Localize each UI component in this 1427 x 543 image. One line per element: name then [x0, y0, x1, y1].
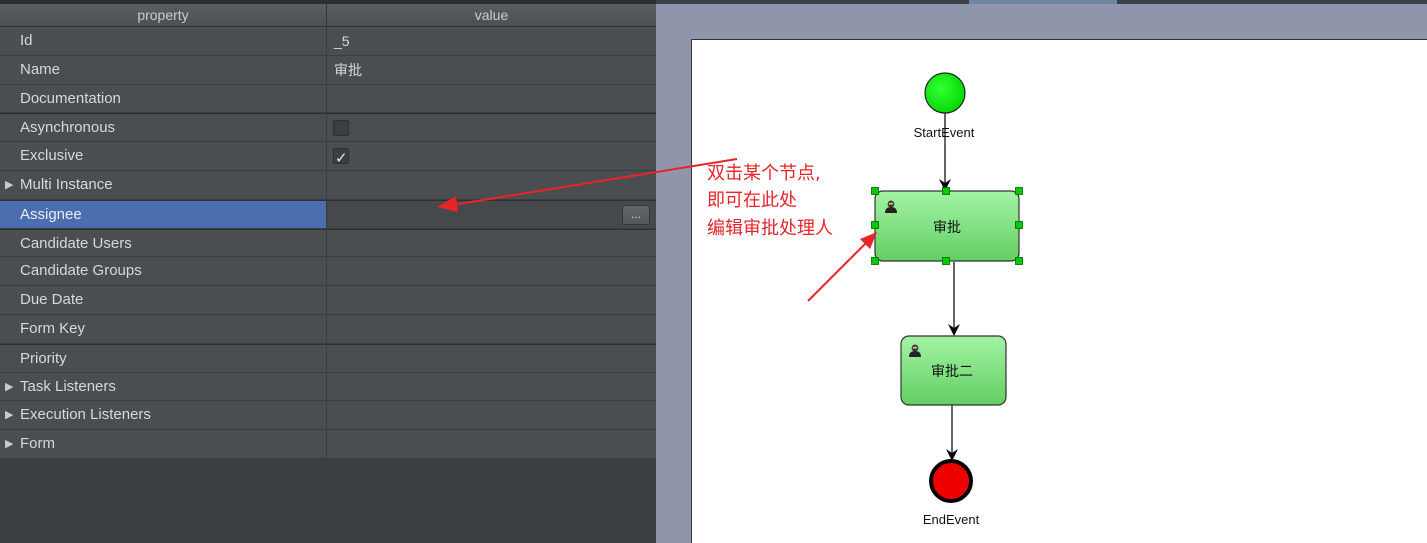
user-task-1[interactable]: 审批 [871, 187, 1023, 265]
annotation-line-1: 双击某个节点, [707, 163, 821, 184]
property-value-execution-listeners[interactable] [327, 401, 656, 429]
property-name: Exclusive [0, 142, 327, 170]
user-task-2[interactable]: 审批二 [900, 335, 1007, 406]
property-value-task-listeners[interactable] [327, 373, 656, 401]
annotation-arrow-to-assignee [437, 158, 738, 212]
property-value-form[interactable] [327, 430, 656, 458]
expand-arrow-icon[interactable]: ▶ [5, 178, 14, 191]
start-event-label: StartEvent [914, 125, 975, 140]
checkmark-icon: ✓ [335, 150, 348, 168]
annotation-arrow-to-task [807, 232, 877, 302]
property-row-candidate-users[interactable]: Candidate Users [0, 228, 656, 258]
task2-box[interactable] [900, 335, 1007, 406]
panel-top-strip [0, 0, 656, 4]
property-name: ▶ Execution Listeners [0, 401, 327, 430]
diagram-editor [656, 0, 1427, 543]
assignee-edit-button[interactable]: ... [622, 204, 650, 225]
expand-arrow-icon[interactable]: ▶ [5, 438, 14, 451]
task1-label: 审批 [933, 220, 961, 236]
property-row-id[interactable]: Id _5 [0, 27, 656, 56]
property-row-candidate-groups[interactable]: Candidate Groups [0, 257, 656, 287]
property-value-asynchronous [327, 114, 656, 141]
property-name: Assignee [0, 200, 327, 228]
annotation-line-2: 即可在此处 [707, 190, 797, 211]
property-name: ▶ Multi Instance [0, 170, 327, 199]
property-row-due-date[interactable]: Due Date [0, 286, 656, 315]
property-value-assignee[interactable]: ... [327, 200, 656, 228]
header-property[interactable]: property [0, 4, 327, 27]
property-row-assignee[interactable]: Assignee ... [0, 199, 656, 229]
property-name: Due Date [0, 286, 327, 314]
property-row-execution-listeners[interactable]: ▶ Execution Listeners [0, 401, 656, 431]
property-row-task-listeners[interactable]: ▶ Task Listeners [0, 372, 656, 402]
property-value-priority[interactable] [327, 345, 656, 372]
property-name-text: Execution Listeners [20, 406, 151, 424]
editor-tab-bar [656, 0, 1427, 4]
annotation-line-3: 编辑审批处理人 [707, 218, 833, 239]
property-row-documentation[interactable]: Documentation [0, 84, 656, 114]
property-value-documentation[interactable] [327, 85, 656, 113]
end-event[interactable] [929, 459, 973, 503]
property-name: Form Key [0, 314, 327, 343]
property-name: Id [0, 27, 327, 55]
expand-arrow-icon[interactable]: ▶ [5, 409, 14, 422]
property-value-due-date[interactable] [327, 286, 656, 314]
property-row-priority[interactable]: Priority [0, 343, 656, 373]
property-name-text: Task Listeners [20, 377, 116, 395]
property-name-text: Form [20, 435, 55, 453]
property-rows: Id _5 Name 审批 Documentation Asynchronous… [0, 27, 656, 459]
property-name: Documentation [0, 84, 327, 113]
property-row-form[interactable]: ▶ Form [0, 430, 656, 459]
property-row-multi-instance[interactable]: ▶ Multi Instance [0, 170, 656, 200]
asynchronous-checkbox[interactable] [333, 120, 349, 137]
property-table-header: property value [0, 4, 656, 27]
property-value-id[interactable]: _5 [334, 33, 350, 49]
property-panel: property value Id _5 Name 审批 Documentati… [0, 0, 656, 543]
property-value-form-key[interactable] [327, 315, 656, 343]
expand-arrow-icon[interactable]: ▶ [5, 380, 14, 393]
end-event-label: EndEvent [923, 512, 980, 527]
property-name: Candidate Users [0, 229, 327, 257]
property-name: Name [0, 55, 327, 84]
property-name: ▶ Task Listeners [0, 372, 327, 401]
property-value-candidate-groups[interactable] [327, 257, 656, 285]
header-value[interactable]: value [474, 7, 509, 23]
start-event[interactable] [924, 72, 966, 114]
property-name-text: Multi Instance [20, 175, 113, 193]
property-name: ▶ Form [0, 430, 327, 458]
property-row-exclusive[interactable]: Exclusive ✓ [0, 142, 656, 171]
property-name: Asynchronous [0, 114, 327, 142]
property-name: Candidate Groups [0, 257, 327, 286]
diagram-canvas[interactable] [691, 39, 1427, 543]
property-row-form-key[interactable]: Form Key [0, 314, 656, 344]
property-value-exclusive: ✓ [327, 142, 656, 170]
property-row-asynchronous[interactable]: Asynchronous [0, 113, 656, 143]
property-value-multi-instance[interactable] [327, 171, 656, 199]
exclusive-checkbox[interactable]: ✓ [333, 148, 349, 167]
selection-handles[interactable] [871, 187, 1023, 265]
property-value-candidate-users[interactable] [327, 230, 656, 257]
property-value-name[interactable]: 审批 [334, 61, 362, 78]
task2-label: 审批二 [931, 364, 973, 380]
property-row-name[interactable]: Name 审批 [0, 55, 656, 85]
property-name: Priority [0, 344, 327, 372]
active-editor-tab[interactable] [969, 0, 1117, 4]
